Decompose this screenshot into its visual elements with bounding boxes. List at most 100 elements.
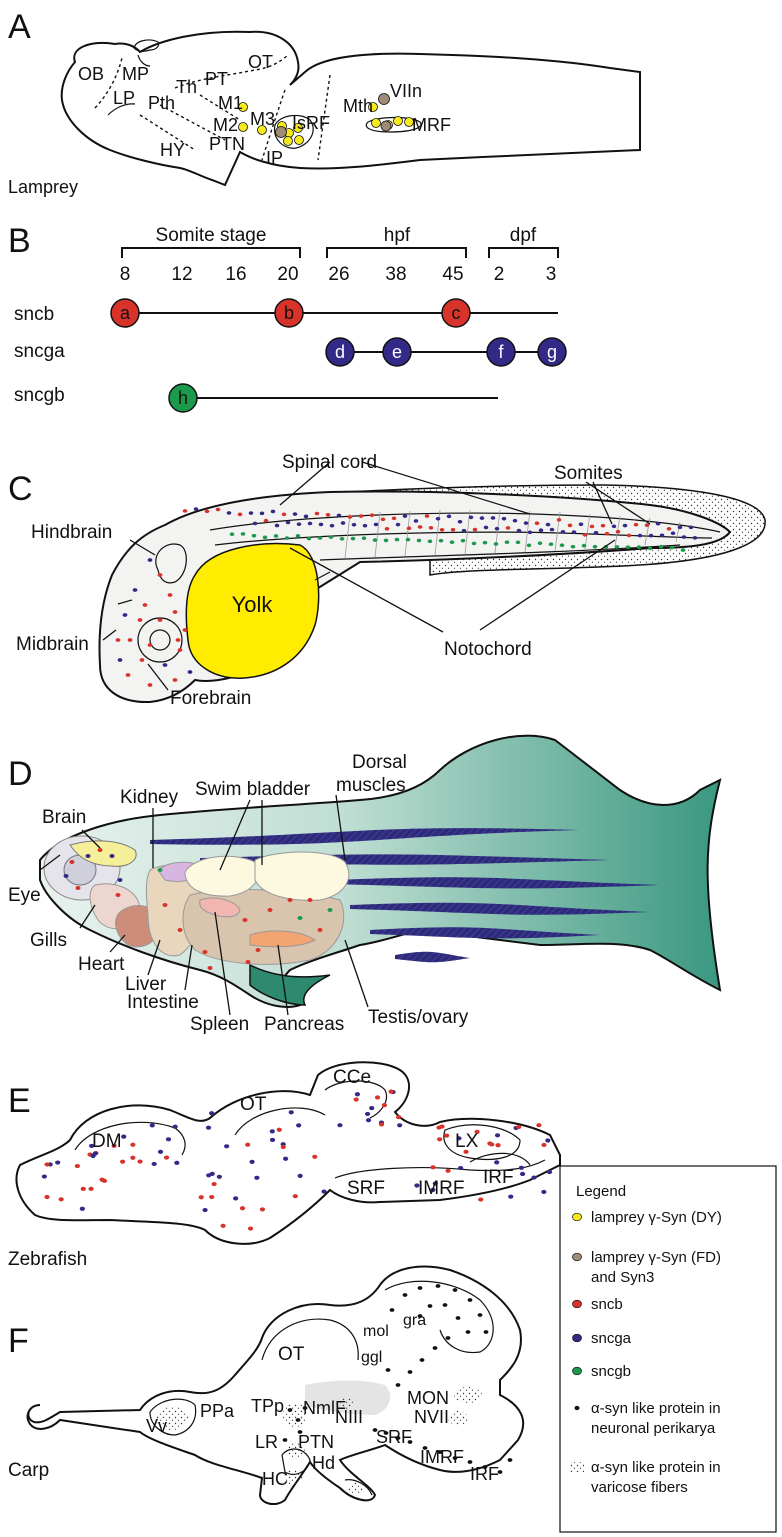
fish-swim-bladder-anterior <box>184 855 260 897</box>
legend-box <box>559 1165 777 1533</box>
embryo-cell-spinal <box>281 512 287 517</box>
zebrafish-cell <box>224 1144 230 1149</box>
stage-dpf-label: dpf <box>510 225 537 246</box>
fish-cell <box>75 886 81 890</box>
bracket-hpf <box>326 247 467 258</box>
bracket-dpf <box>488 247 559 258</box>
legend-symbol-purple-dot <box>572 1333 582 1343</box>
legend-item-yellow-dot: lamprey γ-Syn (DY) <box>572 1209 722 1226</box>
embryo-cell-spinal <box>252 521 258 526</box>
zebrafish-cell <box>487 1141 493 1146</box>
embryo-cell-spinal <box>285 520 291 525</box>
embryo-cell-brain <box>172 678 178 682</box>
zebrafish-cell <box>88 1186 94 1191</box>
zebrafish-cell <box>444 1133 450 1138</box>
lamprey-dy-cell <box>294 135 304 145</box>
species-zebrafish: Zebrafish <box>8 1249 87 1270</box>
zebrafish-cell <box>396 1115 402 1120</box>
marker-b: b <box>274 298 304 328</box>
legend-symbol-stipple <box>570 1462 584 1472</box>
embryo-cell-spinal <box>358 514 364 518</box>
embryo-cell-notochord <box>526 543 532 548</box>
marker-c: c <box>441 298 471 328</box>
embryo-cell-notochord <box>548 542 554 547</box>
fish-cells <box>63 848 333 970</box>
embryo-cell-spinal <box>296 522 302 526</box>
marker-h-label: h <box>178 388 188 408</box>
region-hc: HC <box>262 1469 288 1489</box>
embryo-cell-spinal <box>435 516 441 521</box>
embryo-cell-spinal <box>237 512 243 517</box>
region-nmlf: NmlF <box>303 1398 346 1418</box>
carp-perikaryon-dot <box>297 1430 303 1434</box>
carp-perikaryon-dot <box>497 1470 503 1474</box>
label-somites: Somites <box>554 463 623 484</box>
zebrafish-cell <box>445 1168 451 1173</box>
embryo-cell-spinal <box>461 528 467 533</box>
embryo-cell-notochord <box>537 541 543 546</box>
embryo-cell-spinal <box>516 528 522 533</box>
region-mth: Mth <box>343 96 373 116</box>
marker-f-label: f <box>498 342 504 362</box>
embryo-cell-spinal <box>303 514 309 519</box>
embryo-cells <box>115 507 698 687</box>
muscle-band <box>150 828 580 845</box>
region-srf-f: SRF <box>376 1427 412 1447</box>
embryo-cell-notochord <box>493 542 499 546</box>
zebrafish-cell <box>172 1124 178 1129</box>
zebrafish-cell <box>297 1173 303 1178</box>
fish-cell <box>115 893 121 897</box>
embryo-cell-spinal <box>578 522 584 527</box>
zebrafish-cell <box>254 1175 260 1180</box>
species-carp: Carp <box>8 1460 49 1481</box>
region-lp: LP <box>113 88 135 108</box>
embryo-cell-spinal <box>505 526 511 530</box>
embryo-cell-spinal <box>622 523 628 528</box>
carp-cerebellum-fold <box>384 1280 494 1354</box>
legend-item-text: varicose fibers <box>591 1479 688 1496</box>
zebrafish-cell <box>41 1174 47 1179</box>
embryo-cell-spinal <box>406 526 412 531</box>
lamprey-fd-cell <box>378 93 390 105</box>
embryo-cell-notochord <box>339 536 345 541</box>
zebrafish-cell <box>209 1111 215 1116</box>
zebrafish-cell <box>247 1226 254 1231</box>
embryo-cell-spinal <box>490 516 496 520</box>
embryo-cell-brain <box>139 658 145 662</box>
embryo-cell-spinal <box>446 514 452 519</box>
zebrafish-cell <box>58 1197 64 1202</box>
carp-perikaryon-dot <box>419 1358 425 1362</box>
embryo-cell-notochord <box>317 536 323 540</box>
bracket-somite <box>121 247 301 258</box>
embryo-cell-brain <box>127 638 133 642</box>
lamprey-fd-cell <box>275 126 287 138</box>
carp-telencephalon-fold <box>149 1398 197 1436</box>
embryo-cell-notochord <box>669 545 675 550</box>
embryo-cell-spinal <box>688 525 694 530</box>
zebrafish-cell <box>151 1161 157 1167</box>
region-ggl: ggl <box>361 1349 382 1366</box>
embryo-cell-spinal <box>307 521 313 526</box>
embryo-cell-brain <box>167 593 173 597</box>
tick-26: 26 <box>328 264 349 285</box>
zebrafish-cell <box>111 1143 117 1148</box>
embryo-cell-brain <box>122 613 128 617</box>
zebrafish-cell <box>456 1136 462 1141</box>
legend-symbol-red-dot <box>572 1299 582 1309</box>
zebrafish-cell <box>494 1133 501 1138</box>
lamprey-mp-cap <box>133 39 160 52</box>
carp-brain-outline <box>26 1265 525 1506</box>
label-dorsal: Dorsal <box>352 752 407 773</box>
legend-item-red-dot: sncb <box>572 1296 623 1313</box>
zebrafish-cell <box>354 1092 361 1097</box>
zebrafish-cell <box>44 1194 50 1200</box>
panel-e-letter: E <box>8 1082 31 1120</box>
embryo-cell-spinal <box>534 521 540 526</box>
lamprey-ot-bulge <box>137 54 151 67</box>
zebrafish-cell <box>374 1095 381 1100</box>
carp-perikaryon-dot <box>427 1304 433 1308</box>
embryo-cell-spinal <box>479 516 485 520</box>
zebrafish-cell <box>292 1194 298 1199</box>
zebrafish-cell <box>474 1129 480 1134</box>
embryo-cell-notochord <box>636 545 642 549</box>
